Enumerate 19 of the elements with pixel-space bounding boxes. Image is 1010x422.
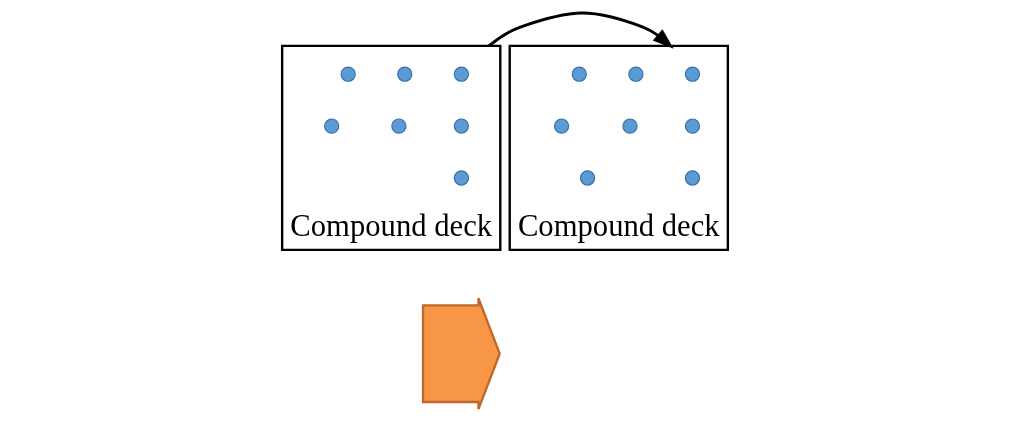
node-circle [684, 66, 701, 82]
node-circle [397, 66, 413, 82]
node-circle [622, 118, 638, 134]
node-circle [579, 170, 596, 186]
node-circle [453, 66, 470, 82]
node-circle [453, 170, 470, 186]
node-circle [553, 118, 570, 134]
node-circle [391, 118, 407, 134]
node-circle [684, 170, 701, 186]
node-circle [571, 66, 587, 82]
node-circle [340, 66, 356, 82]
cluster: Compound deck [280, 44, 502, 252]
cluster: Compound deck [508, 44, 730, 252]
node-circle [453, 118, 470, 134]
node-circle [324, 118, 340, 134]
node-circle [628, 66, 644, 82]
node-circle [684, 118, 701, 134]
arrow [487, 11, 674, 49]
node-arrow [421, 297, 501, 411]
